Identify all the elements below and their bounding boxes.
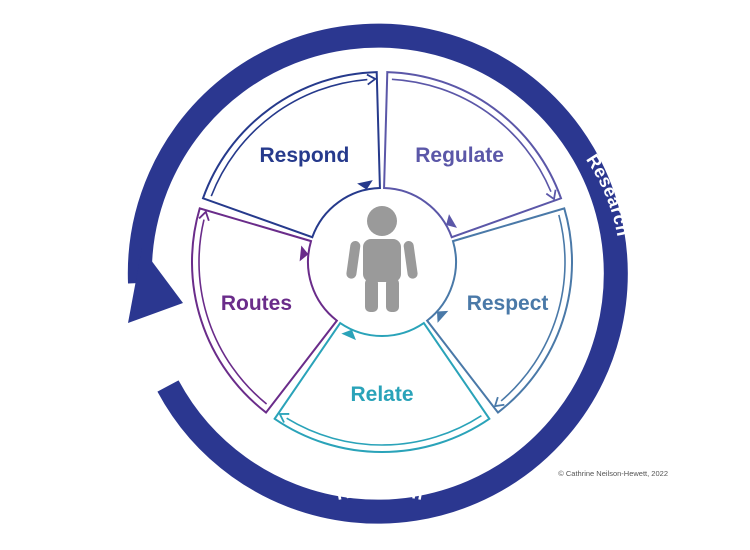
segment-routes-arrow-line: [198, 219, 268, 405]
segment-respect-arrow-line: [500, 214, 566, 402]
segment-respect-hub-marker: [436, 310, 449, 323]
segment-respond-hub-marker: [357, 180, 373, 190]
segment-label-respect: Respect: [467, 292, 549, 315]
segment-relate: [273, 321, 491, 454]
segment-respond-arrowhead: [366, 73, 377, 86]
segment-regulate-hub-marker: [446, 214, 458, 228]
research-ring-arc: [127, 23, 628, 524]
segment-relate-arrow-line: [286, 414, 482, 446]
segment-respond: [201, 71, 381, 239]
segment-label-routes: Routes: [221, 292, 292, 315]
segment-respect-arrowhead: [493, 396, 505, 408]
segment-routes-hub-marker: [299, 245, 309, 262]
segment-relate-hub-marker: [341, 329, 356, 341]
copyright-text: © Cathrine Neilson-Hewett, 2022: [558, 469, 668, 478]
segment-label-respond: Respond: [259, 144, 349, 167]
center-hub: [312, 192, 452, 332]
segment-regulate-arrowhead: [545, 189, 557, 201]
segment-regulate: [383, 71, 563, 239]
research-ring-arrowhead: [128, 248, 183, 323]
segment-routes-arrowhead: [198, 210, 210, 222]
segment-regulate-arrow-line: [391, 78, 552, 192]
segment-relate-arrowhead: [278, 413, 290, 423]
segment-label-regulate: Regulate: [415, 144, 504, 167]
segment-respond-arrow-line: [210, 78, 368, 197]
person-icon: [346, 206, 418, 312]
segment-label-relate: Relate: [350, 383, 413, 406]
